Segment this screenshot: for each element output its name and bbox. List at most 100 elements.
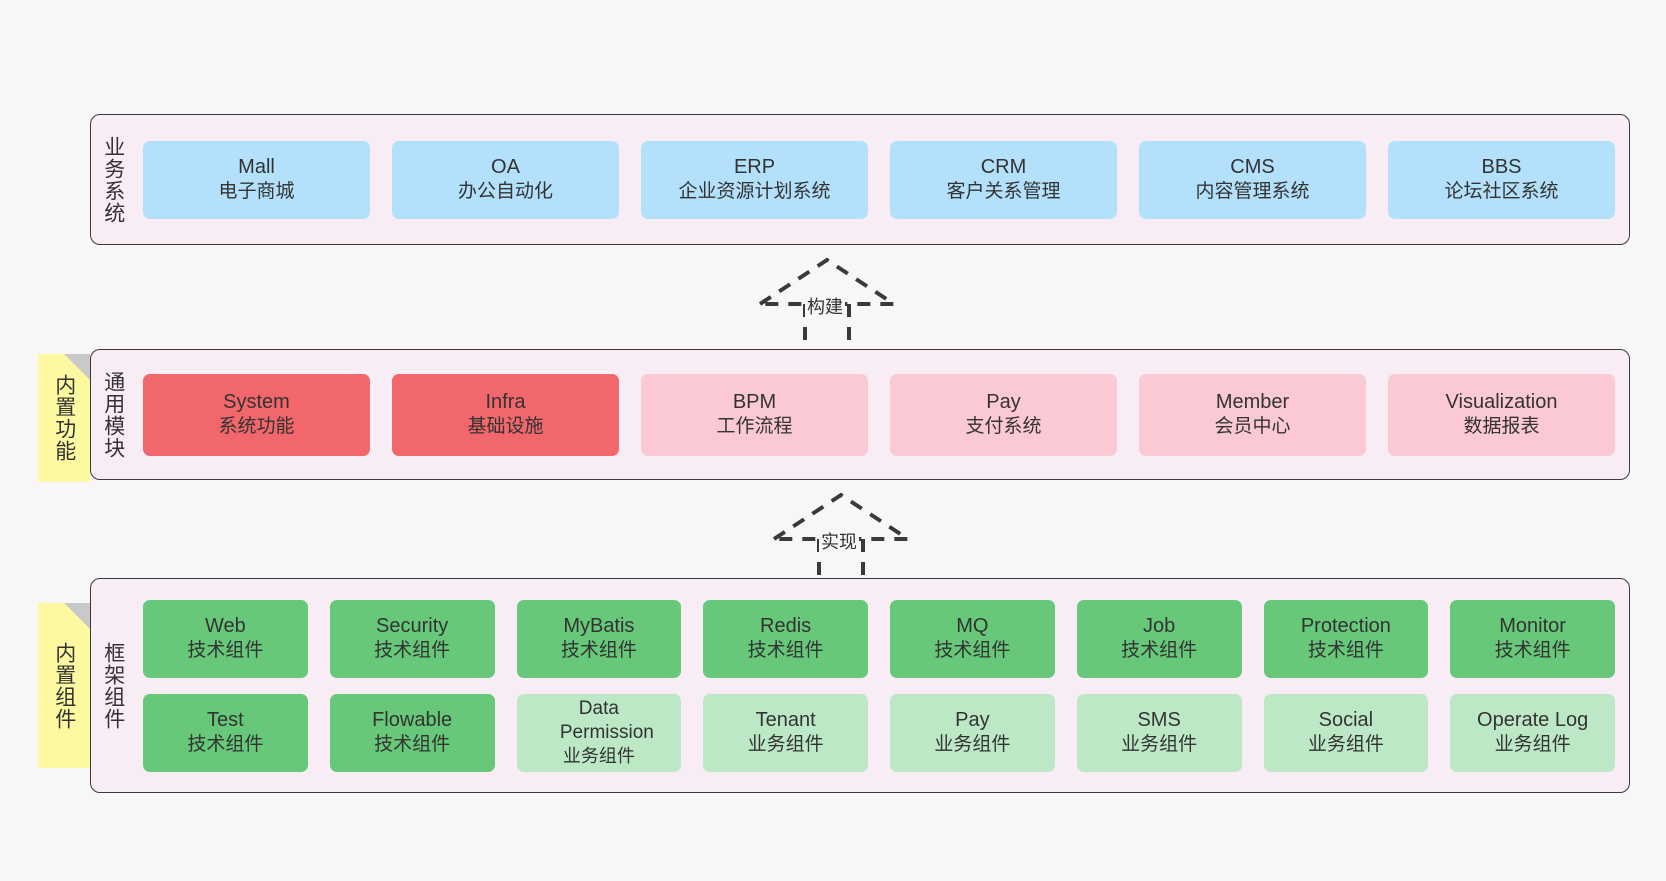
card-data-permission-cn: 业务组件	[562, 746, 635, 767]
layer-framework-component: 框架组件 Web 技术组件 Security 技术组件 MyBatis 技术组件…	[90, 578, 1630, 793]
layer-common-module-body: System 系统功能 Infra 基础设施 BPM 工作流程 Pay 支付系统…	[135, 350, 1629, 479]
card-infra-cn: 基础设施	[467, 416, 544, 438]
card-protection-en: Protection	[1300, 614, 1391, 637]
card-security-cn: 技术组件	[374, 640, 451, 662]
note-fold-corner-icon	[64, 354, 90, 380]
card-erp-en: ERP	[733, 155, 776, 178]
card-sms[interactable]: SMS 业务组件	[1076, 693, 1242, 772]
card-bbs-en: BBS	[1481, 155, 1522, 178]
card-tenant-cn: 业务组件	[747, 734, 824, 756]
card-web[interactable]: Web 技术组件	[143, 599, 308, 678]
card-system-cn: 系统功能	[218, 416, 295, 438]
note-builtin-function: 内置功能	[38, 354, 90, 482]
note-builtin-function-label: 内置功能	[52, 374, 76, 462]
card-pay-component[interactable]: Pay 业务组件	[890, 693, 1055, 772]
card-cms-cn: 内容管理系统	[1195, 181, 1310, 203]
connector-implement: 实现	[767, 491, 931, 591]
card-web-cn: 技术组件	[187, 640, 264, 662]
card-crm-cn: 客户关系管理	[946, 181, 1061, 203]
card-web-en: Web	[204, 614, 246, 637]
card-bpm-en: BPM	[732, 390, 777, 413]
card-crm[interactable]: CRM 客户关系管理	[890, 140, 1117, 219]
card-tenant[interactable]: Tenant 业务组件	[703, 693, 868, 772]
card-visualization-en: Visualization	[1445, 390, 1558, 413]
card-social-en: Social	[1318, 708, 1374, 731]
layer-business-system: 业务系统 Mall 电子商城 OA 办公自动化 ERP 企业资源计划系统 CRM…	[90, 114, 1630, 245]
card-job-en: Job	[1143, 614, 1176, 637]
card-oa-en: OA	[491, 155, 520, 178]
layer-business-system-body: Mall 电子商城 OA 办公自动化 ERP 企业资源计划系统 CRM 客户关系…	[135, 115, 1629, 244]
card-infra-en: Infra	[485, 390, 526, 413]
layer-common-module-title: 通用模块	[101, 370, 125, 459]
card-social-cn: 业务组件	[1307, 734, 1384, 756]
card-system-en: System	[223, 390, 290, 413]
card-pay-component-cn: 业务组件	[934, 734, 1011, 756]
card-infra[interactable]: Infra 基础设施	[392, 373, 619, 456]
card-system[interactable]: System 系统功能	[143, 373, 370, 456]
card-cms[interactable]: CMS 内容管理系统	[1139, 140, 1366, 219]
card-monitor-cn: 技术组件	[1494, 640, 1571, 662]
layer-framework-component-title: 框架组件	[101, 641, 125, 730]
card-sms-en: SMS	[1137, 708, 1181, 731]
card-erp[interactable]: ERP 企业资源计划系统	[641, 140, 868, 219]
card-mall-cn: 电子商城	[218, 181, 295, 203]
note-builtin-component-label: 内置组件	[52, 641, 76, 730]
card-visualization[interactable]: Visualization 数据报表	[1388, 373, 1615, 456]
card-bbs-cn: 论坛社区系统	[1444, 181, 1559, 203]
card-protection[interactable]: Protection 技术组件	[1263, 599, 1429, 678]
card-bpm[interactable]: BPM 工作流程	[641, 373, 868, 456]
card-test-cn: 技术组件	[187, 734, 264, 756]
card-operate-log[interactable]: Operate Log 业务组件	[1450, 693, 1615, 772]
card-protection-cn: 技术组件	[1307, 640, 1384, 662]
card-pay-module-en: Pay	[986, 390, 1021, 413]
card-security[interactable]: Security 技术组件	[329, 599, 495, 678]
card-flowable-cn: 技术组件	[374, 734, 451, 756]
card-mybatis-en: MyBatis	[563, 614, 635, 637]
business-row-1: Mall 电子商城 OA 办公自动化 ERP 企业资源计划系统 CRM 客户关系…	[143, 140, 1615, 219]
connector-implement-label: 实现	[819, 528, 859, 554]
layer-common-module: 通用模块 System 系统功能 Infra 基础设施 BPM 工作流程 Pay…	[90, 349, 1630, 480]
card-oa-cn: 办公自动化	[457, 181, 553, 203]
card-monitor[interactable]: Monitor 技术组件	[1450, 599, 1615, 678]
card-member-cn: 会员中心	[1214, 416, 1291, 438]
framework-row-1: Web 技术组件 Security 技术组件 MyBatis 技术组件 Redi…	[143, 599, 1615, 678]
card-mall[interactable]: Mall 电子商城	[143, 140, 370, 219]
card-redis-en: Redis	[760, 614, 812, 637]
card-mybatis[interactable]: MyBatis 技术组件	[516, 599, 682, 678]
card-security-en: Security	[376, 614, 449, 637]
card-crm-en: CRM	[980, 155, 1027, 178]
card-job-cn: 技术组件	[1121, 640, 1198, 662]
card-mq-en: MQ	[956, 614, 989, 637]
connector-build: 构建	[753, 256, 917, 356]
card-job[interactable]: Job 技术组件	[1076, 599, 1242, 678]
common-row-1: System 系统功能 Infra 基础设施 BPM 工作流程 Pay 支付系统…	[143, 373, 1615, 456]
card-erp-cn: 企业资源计划系统	[678, 181, 831, 203]
card-data-permission[interactable]: Data Permission 业务组件	[516, 693, 682, 772]
card-social[interactable]: Social 业务组件	[1263, 693, 1429, 772]
connector-build-label: 构建	[805, 293, 845, 319]
card-visualization-cn: 数据报表	[1463, 416, 1540, 438]
note-builtin-component: 内置组件	[38, 603, 90, 768]
card-mq-cn: 技术组件	[934, 640, 1011, 662]
card-sms-cn: 业务组件	[1121, 734, 1198, 756]
card-test[interactable]: Test 技术组件	[143, 693, 308, 772]
framework-row-2: Test 技术组件 Flowable 技术组件 Data Permission …	[143, 693, 1615, 772]
card-flowable[interactable]: Flowable 技术组件	[329, 693, 495, 772]
card-mq[interactable]: MQ 技术组件	[890, 599, 1055, 678]
card-flowable-en: Flowable	[372, 708, 453, 731]
card-member[interactable]: Member 会员中心	[1139, 373, 1366, 456]
card-oa[interactable]: OA 办公自动化	[392, 140, 619, 219]
card-data-permission-en: Data Permission	[559, 697, 654, 743]
card-redis[interactable]: Redis 技术组件	[703, 599, 868, 678]
card-bbs[interactable]: BBS 论坛社区系统	[1388, 140, 1615, 219]
card-test-en: Test	[207, 708, 244, 731]
card-monitor-en: Monitor	[1499, 614, 1566, 637]
card-mybatis-cn: 技术组件	[560, 640, 637, 662]
card-operate-log-en: Operate Log	[1477, 708, 1589, 731]
note-fold-corner-icon	[64, 603, 90, 629]
card-pay-module[interactable]: Pay 支付系统	[890, 373, 1117, 456]
card-bpm-cn: 工作流程	[716, 416, 793, 438]
card-redis-cn: 技术组件	[747, 640, 824, 662]
card-cms-en: CMS	[1230, 155, 1275, 178]
